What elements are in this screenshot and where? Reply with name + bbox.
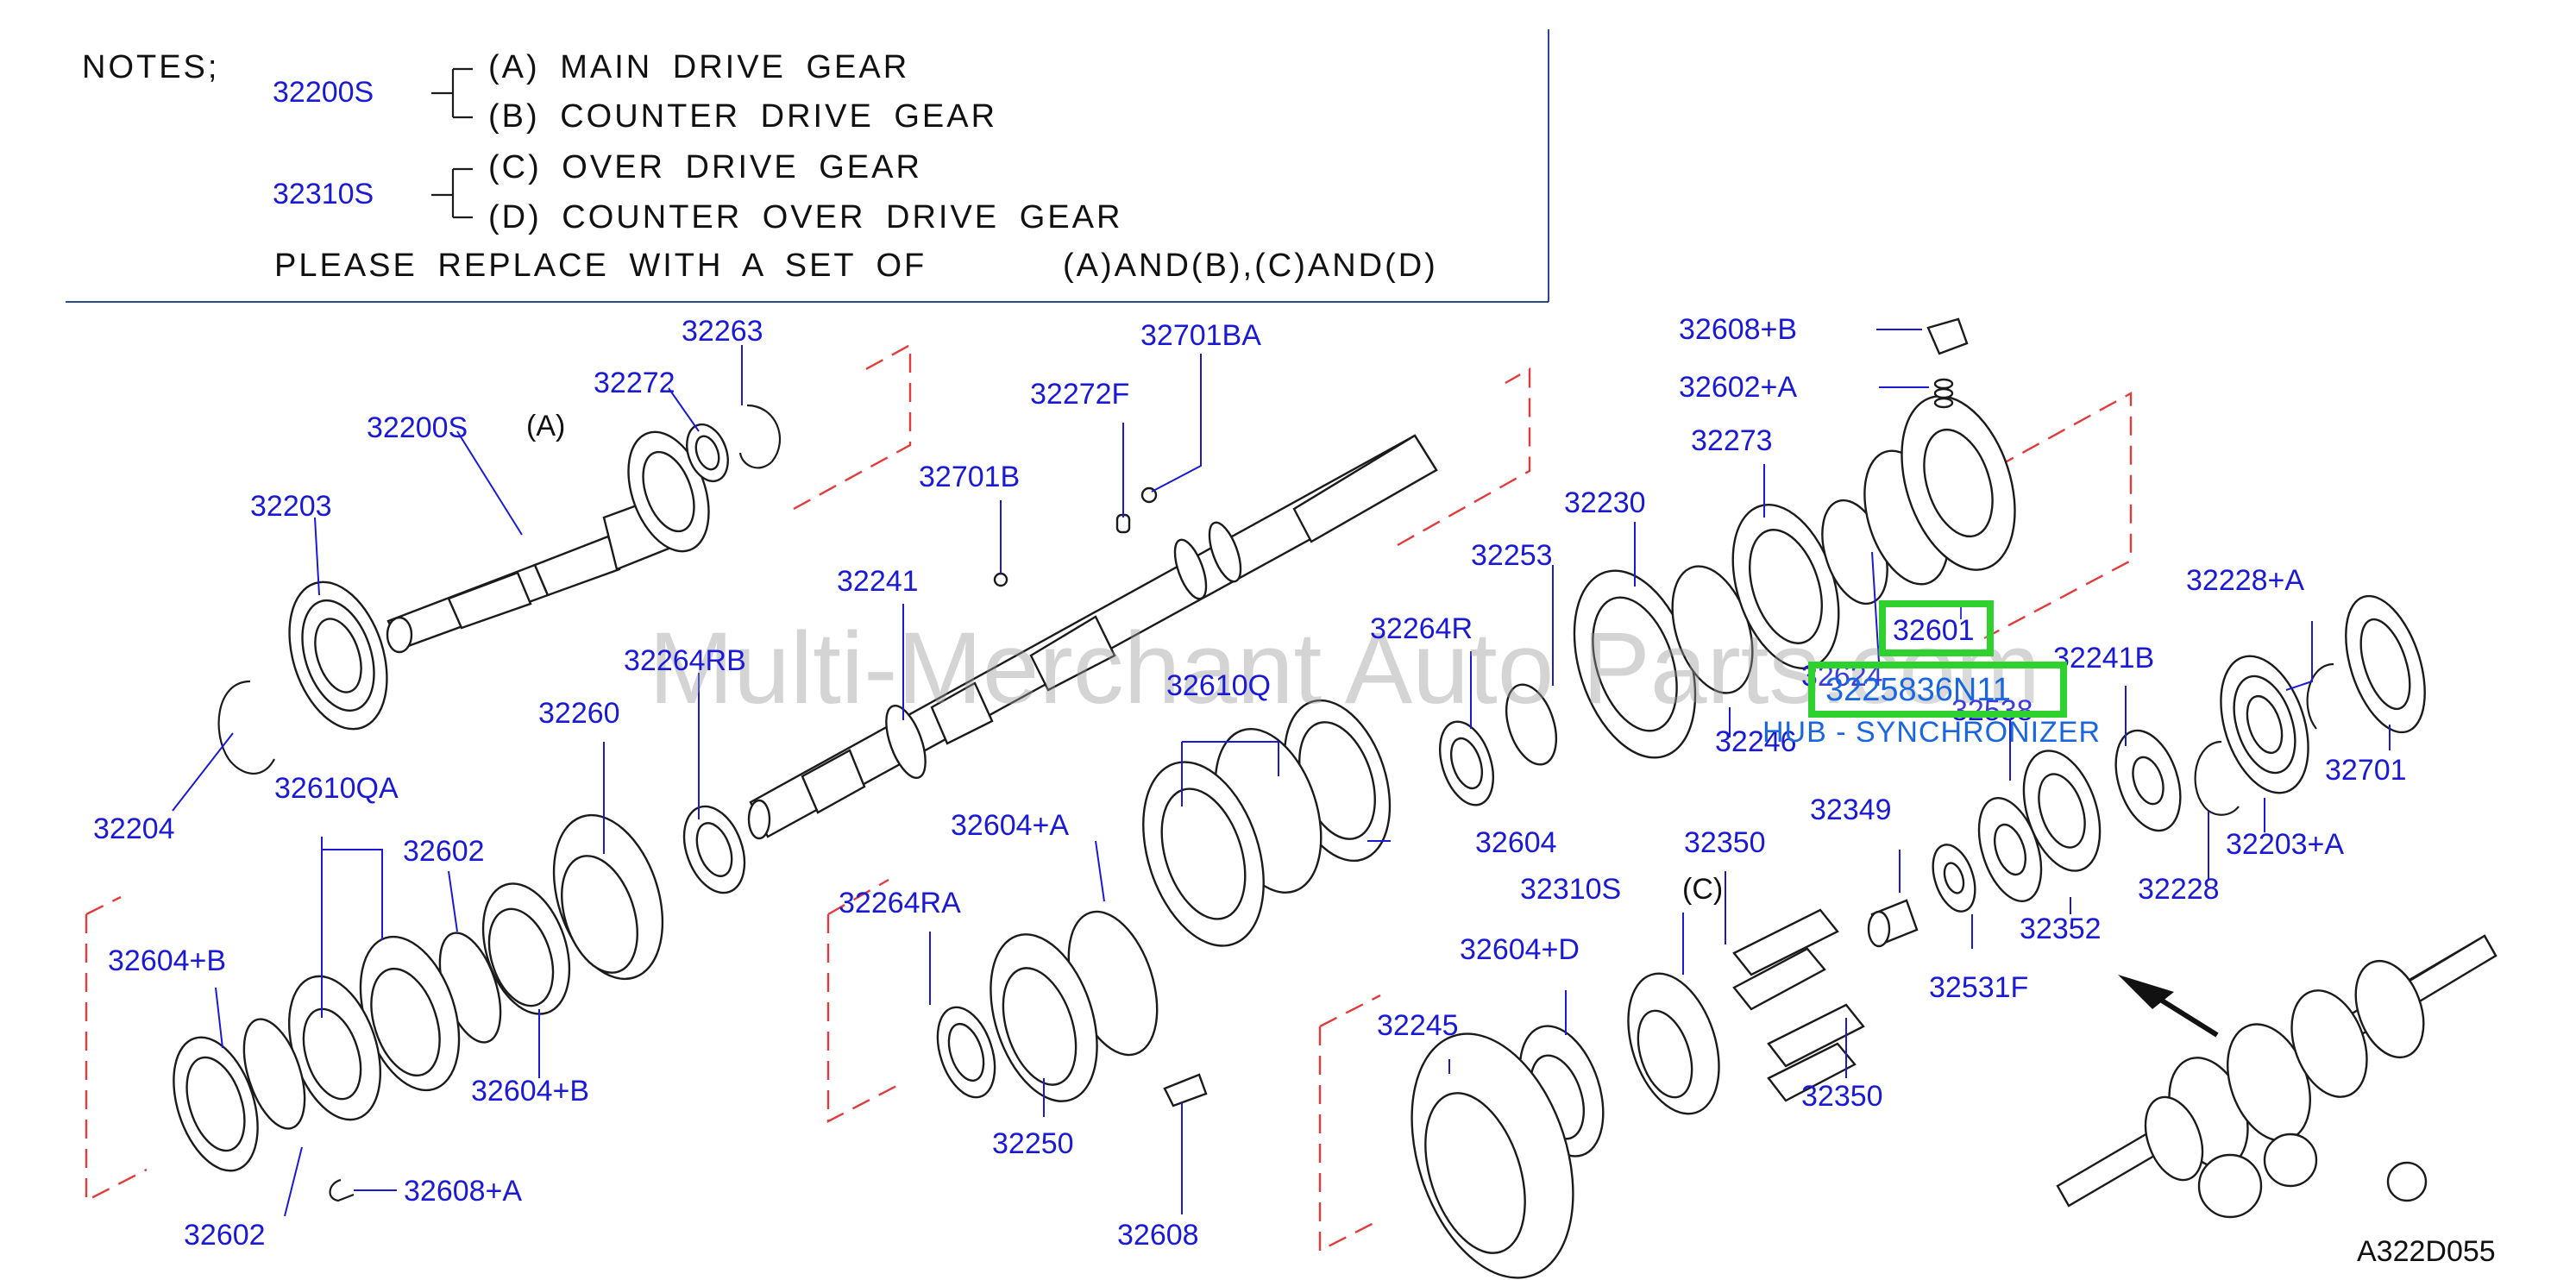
highlight-sku-box[interactable] (1808, 662, 2067, 718)
notes-group2-code: 32310S (273, 178, 374, 210)
part-label[interactable]: 32203 (250, 490, 332, 523)
part-label[interactable]: 32241B (2053, 642, 2154, 675)
highlight-sku[interactable]: 3225836N11 (1825, 672, 2011, 708)
part-label[interactable]: 32701 (2325, 754, 2407, 787)
part-label[interactable]: 32349 (1810, 794, 1892, 826)
part-label[interactable]: 32310S (1520, 873, 1621, 906)
part-label[interactable]: 32701BA (1140, 319, 1261, 352)
notes-group1-code: 32200S (273, 76, 374, 109)
part-label[interactable]: 32228+A (2186, 564, 2304, 597)
part-label[interactable]: 32701B (919, 461, 1020, 493)
note-line-b: (B) COUNTER DRIVE GEAR (488, 98, 997, 135)
part-label[interactable]: 32602 (184, 1219, 266, 1252)
notes-block: NOTES; 32200S (A) MAIN DRIVE GEAR (B) CO… (66, 29, 1549, 303)
right-bearing-group (2114, 594, 2426, 832)
highlighted-part[interactable]: 32601 3225836N11 HUB - SYNCHRONIZER (1762, 600, 2101, 749)
part-label[interactable]: 32272F (1030, 378, 1129, 411)
part-label[interactable]: 32604+D (1460, 933, 1580, 966)
notes-title: NOTES; (82, 49, 219, 85)
part-label[interactable]: 32241 (837, 565, 919, 598)
main-drive-gear-assembly (217, 404, 781, 775)
note-line-c: (C) OVER DRIVE GEAR (488, 149, 922, 185)
part-label[interactable]: 32260 (538, 697, 620, 730)
part-label[interactable]: 32264R (1370, 612, 1473, 645)
part-label[interactable]: 32204 (93, 813, 175, 845)
part-label[interactable]: 32608 (1117, 1219, 1199, 1252)
part-label[interactable]: 32253 (1471, 539, 1553, 572)
part-label[interactable]: 32602+A (1679, 371, 1797, 404)
part-label[interactable]: 32264RB (624, 644, 746, 677)
part-label[interactable]: 32604 (1475, 826, 1557, 859)
note-line-a: (A) MAIN DRIVE GEAR (488, 49, 909, 85)
part-label[interactable]: 32604+B (108, 944, 226, 977)
main-shaft-assembly (747, 434, 1438, 840)
leader-lines (172, 329, 2391, 1217)
phantom-lines (85, 342, 2133, 1252)
part-label[interactable]: 32608+A (404, 1175, 522, 1208)
part-label[interactable]: 32245 (1377, 1009, 1459, 1042)
part-label[interactable]: 32604+A (951, 809, 1069, 842)
lower-left-gear-group (173, 805, 746, 1202)
marker-c: (C) (1682, 873, 1723, 906)
overdrive-gear-group (1411, 750, 2102, 1279)
assembly-overview-thumbnail (2056, 934, 2497, 1219)
part-label[interactable]: 32273 (1691, 424, 1773, 457)
part-label[interactable]: 32350 (1801, 1080, 1883, 1113)
part-label[interactable]: 32264RA (839, 887, 961, 919)
part-label[interactable]: 32230 (1564, 486, 1646, 519)
part-label[interactable]: 32604+B (471, 1075, 589, 1107)
part-label[interactable]: 32352 (2020, 913, 2102, 945)
part-label[interactable]: 32228 (2138, 873, 2220, 906)
part-label[interactable]: 32272 (594, 367, 675, 399)
part-label[interactable]: 32531F (1929, 971, 2028, 1004)
highlight-part-box[interactable] (1879, 600, 1994, 656)
counter-gear-group (1439, 317, 2016, 806)
part-number-labels: 32263 32272 32200S 32203 32204 32701BA 3… (93, 313, 2407, 1252)
diagram-id: A322D055 (2357, 1235, 2496, 1268)
part-label[interactable]: 32610QA (274, 772, 399, 805)
highlight-description: HUB - SYNCHRONIZER (1762, 716, 2101, 749)
part-label[interactable]: 32250 (992, 1127, 1074, 1160)
part-label[interactable]: 32203+A (2226, 828, 2344, 861)
part-label[interactable]: 32602 (403, 835, 485, 868)
part-label[interactable]: 32610Q (1166, 669, 1271, 702)
marker-a: (A) (526, 410, 565, 442)
part-label[interactable]: 32608+B (1679, 313, 1797, 346)
note-replace-text: PLEASE REPLACE WITH A SET OF (274, 248, 927, 284)
center-gear-group (936, 699, 1392, 1107)
note-replace-sets: (A)AND(B),(C)AND(D) (1063, 248, 1438, 284)
part-label[interactable]: 32200S (367, 411, 468, 444)
part-label[interactable]: 32246 (1715, 725, 1797, 758)
note-line-d: (D) COUNTER OVER DRIVE GEAR (488, 199, 1122, 235)
part-label[interactable]: 32350 (1684, 826, 1766, 859)
highlight-part-number[interactable]: 32601 (1893, 614, 1975, 647)
part-label[interactable]: 32263 (682, 315, 763, 348)
